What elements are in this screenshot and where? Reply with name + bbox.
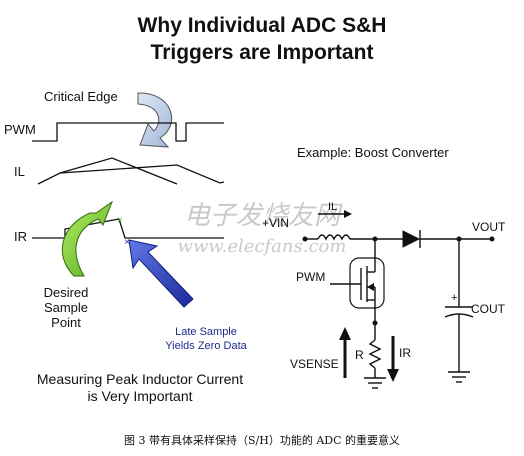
capacitor-plus: +	[451, 292, 457, 304]
vout-label: VOUT	[472, 220, 506, 234]
desired-sample-text-2: Sample	[44, 300, 88, 315]
resistor-current-arrowhead	[387, 369, 399, 382]
il-waveform-label: IL	[14, 164, 25, 179]
late-sample-arrow	[128, 239, 194, 308]
critical-edge-arrow	[137, 92, 173, 148]
mosfet-body-arrow	[367, 283, 374, 291]
watermark-url: www.elecfans.com	[178, 236, 347, 257]
inductor	[317, 234, 351, 241]
measuring-text-2: is Very Important	[87, 388, 192, 404]
resistor-label: R	[355, 348, 364, 362]
il-waveform	[37, 164, 225, 185]
pwm-waveform-label: PWM	[4, 122, 36, 137]
cout-label: COUT	[471, 302, 506, 316]
title-line-1: Why Individual ADC S&H	[138, 14, 387, 37]
ir-waveform	[32, 218, 224, 239]
gate-pwm-label: PWM	[296, 270, 325, 284]
critical-edge-label: Critical Edge	[44, 89, 118, 104]
desired-sample-arrow	[61, 200, 114, 277]
vsense-arrowhead	[339, 327, 351, 340]
inductor-current-arrowhead	[344, 210, 352, 218]
vout-node	[489, 236, 495, 242]
il-waveform-peak	[59, 157, 178, 185]
vsense-label: VSENSE	[290, 357, 339, 371]
title-line-2: Triggers are Important	[151, 41, 374, 64]
example-label: Example: Boost Converter	[297, 145, 449, 160]
desired-sample-text-1: Desired	[44, 285, 89, 300]
measuring-text-1: Measuring Peak Inductor Current	[37, 371, 243, 387]
desired-sample-text-3: Point	[51, 315, 81, 330]
inductor-current-label: IL	[328, 201, 337, 213]
late-sample-text-1: Late Sample	[175, 326, 237, 338]
figure-caption: 图 3 带有具体采样保持（S/H）功能的 ADC 的重要意义	[124, 433, 400, 447]
late-sample-marker: ×	[124, 237, 130, 248]
watermark-cn: 电子发烧友网	[184, 201, 343, 231]
late-sample-text-2: Yields Zero Data	[165, 340, 247, 352]
ir-waveform-label: IR	[14, 229, 27, 244]
mosfet-outline	[349, 257, 385, 309]
pwm-waveform	[32, 122, 224, 142]
sense-resistor	[368, 339, 382, 369]
resistor-current-label: IR	[399, 346, 411, 360]
desired-sample-marker: ×	[117, 215, 123, 226]
diode	[402, 230, 421, 248]
vin-label: +VIN	[262, 216, 289, 230]
